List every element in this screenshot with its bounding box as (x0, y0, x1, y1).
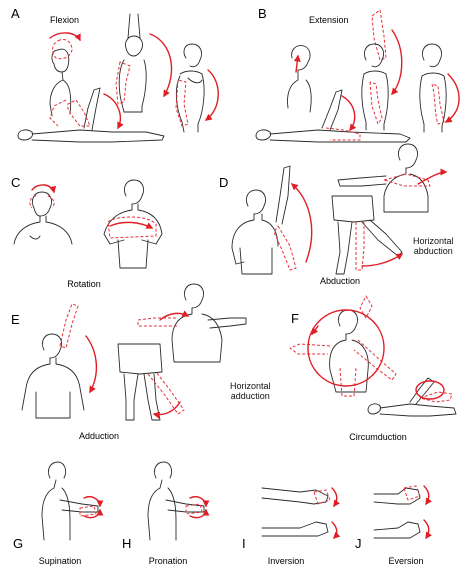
panel-a-flexion-illustration (18, 14, 218, 142)
panel-i-inversion-illustration (262, 488, 337, 538)
panel-a-label: Flexion (50, 15, 79, 25)
panel-f-letter: F (291, 311, 299, 326)
panel-j-eversion-illustration (374, 486, 429, 538)
hip-extension-supine-figure (256, 90, 410, 142)
panel-h-pronation-illustration (148, 462, 206, 540)
hip-flexion-supine-figure (18, 88, 164, 142)
neck-extension-figure (287, 46, 311, 112)
panel-e-letter: E (11, 312, 20, 327)
shoulder-flexion-figure (116, 14, 172, 112)
horizontal-adduction-figure (138, 284, 246, 362)
horizontal-abduction-figure (338, 144, 446, 212)
panel-e-label: Adduction (79, 431, 119, 441)
panel-e-horizontal-adduction-label: Horizontal adduction (230, 381, 271, 402)
panel-i-letter: I (242, 536, 246, 551)
panel-h-label: Pronation (149, 556, 188, 566)
panel-g-label: Supination (39, 556, 82, 566)
shoulder-extension-figure (362, 10, 402, 130)
panel-b-letter: B (258, 6, 267, 21)
panel-c-label: Rotation (67, 279, 101, 289)
trunk-extension-figure (420, 44, 459, 132)
hip-circumduction-figure (368, 378, 456, 416)
panel-a-letter: A (11, 6, 20, 21)
neck-rotation-figure (14, 185, 72, 244)
shoulder-adduction-figure (22, 304, 96, 418)
panel-d-horizontal-abduction-label: Horizontal abduction (413, 236, 454, 257)
hip-adduction-figure (118, 344, 184, 420)
panel-h-letter: H (122, 536, 131, 551)
panel-j-letter: J (355, 536, 362, 551)
panel-f-label: Circumduction (349, 432, 407, 442)
trunk-flexion-figure (176, 44, 218, 132)
panel-c-rotation-illustration (14, 180, 162, 268)
panel-b-label: Extension (309, 15, 349, 25)
panel-c-letter: C (11, 175, 20, 190)
panel-e-adduction-illustration (22, 284, 246, 420)
panel-f-circumduction-illustration (290, 296, 456, 416)
panel-g-letter: G (13, 536, 23, 551)
trunk-rotation-figure (104, 180, 162, 268)
shoulder-circumduction-figure (290, 296, 396, 396)
panel-b-extension-illustration (256, 10, 459, 142)
panel-d-label: Abduction (320, 276, 360, 286)
panel-j-label: Eversion (388, 556, 423, 566)
shoulder-abduction-figure (232, 166, 312, 274)
neck-flexion-figure (50, 33, 80, 116)
panel-d-letter: D (219, 175, 228, 190)
panel-g-supination-illustration (42, 462, 100, 540)
panel-i-label: Inversion (268, 556, 305, 566)
hip-abduction-figure (332, 196, 402, 274)
